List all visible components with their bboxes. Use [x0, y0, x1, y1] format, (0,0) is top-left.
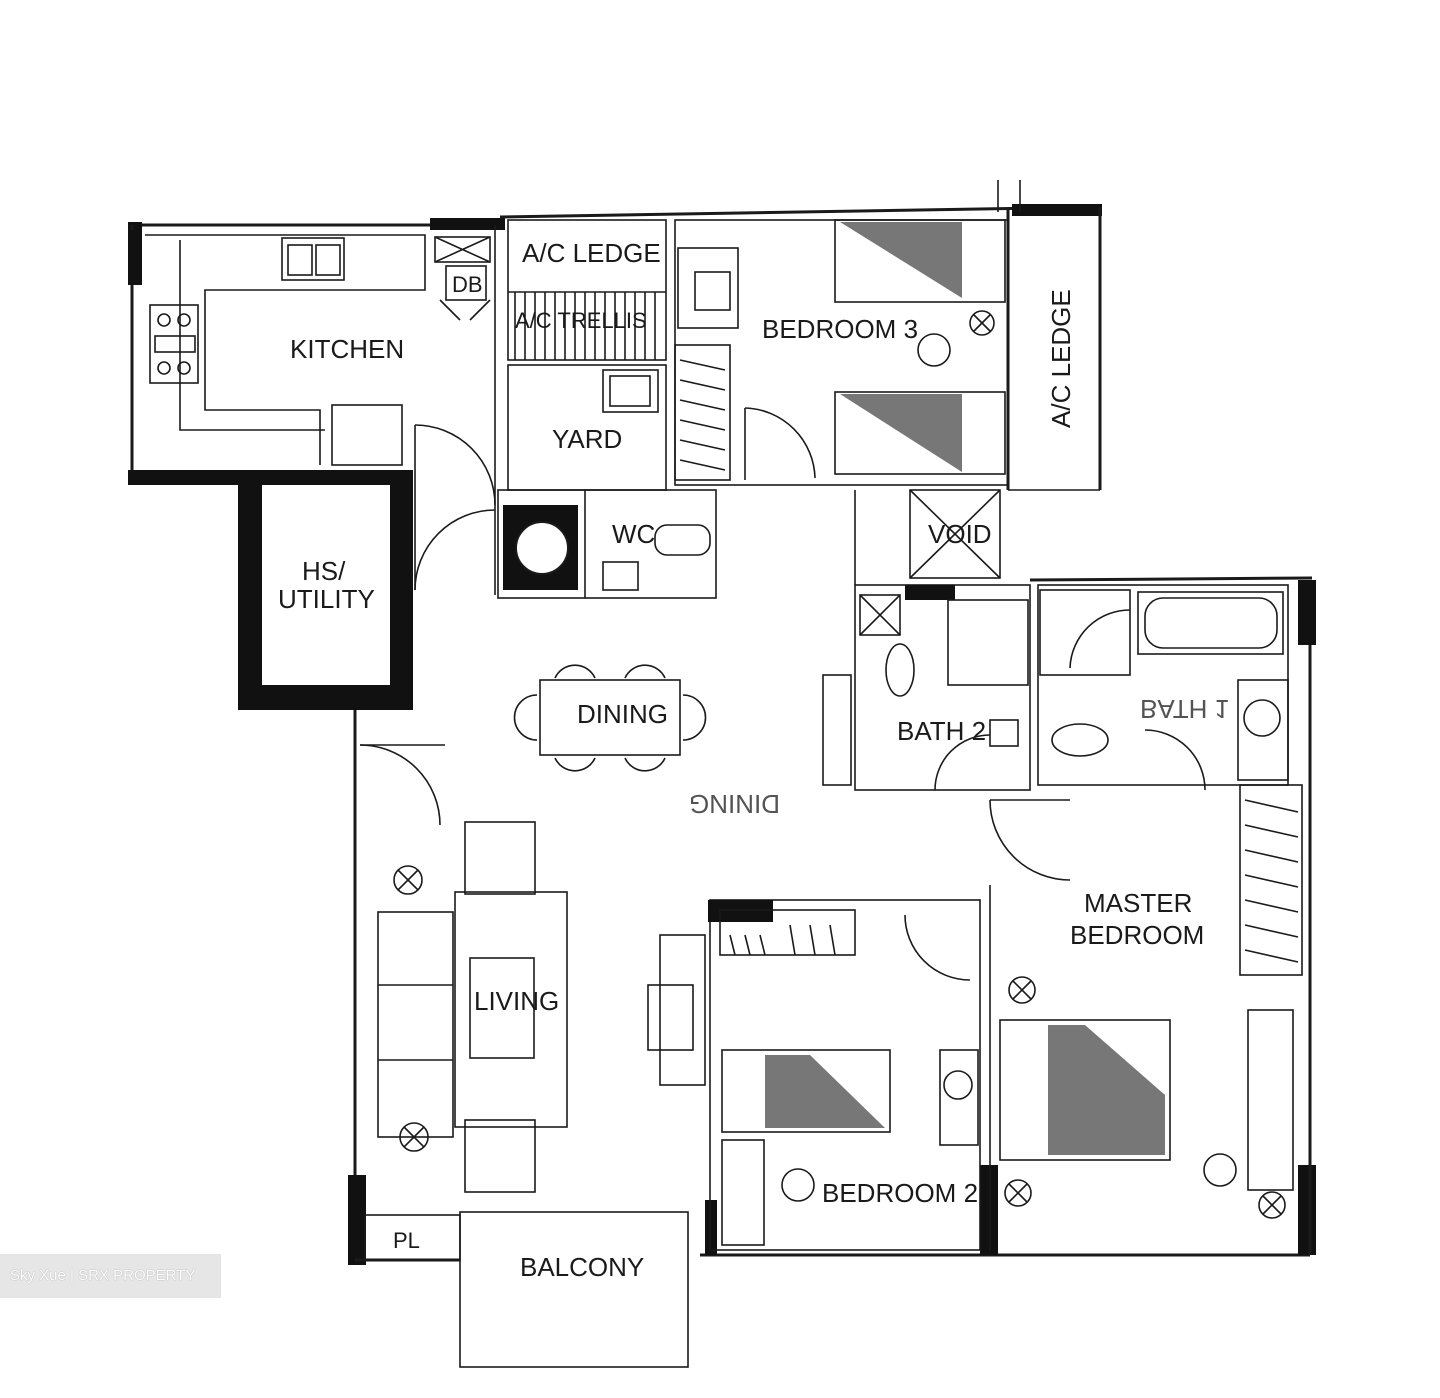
label-db: DB: [452, 272, 483, 297]
label-master-2: BEDROOM: [1070, 920, 1204, 950]
void-area: [854, 489, 1001, 585]
yard-wc-area: [497, 364, 717, 599]
label-pl: PL: [393, 1228, 420, 1253]
balcony-area: [364, 1211, 689, 1368]
outer-walls: [128, 180, 1316, 1265]
label-dining-mirrored: DINING: [689, 789, 780, 819]
label-bedroom-2: BEDROOM 2: [822, 1178, 978, 1208]
room-labels: KITCHEN A/C LEDGE DB A/C TRELLIS BEDROOM…: [278, 238, 1229, 1282]
label-wc: WC: [612, 519, 655, 549]
ac-ledge-top-area: [507, 219, 667, 361]
bedroom-3-area: [674, 219, 1009, 486]
bath-area: [822, 584, 1289, 791]
label-dining: DINING: [577, 699, 668, 729]
label-living: LIVING: [474, 986, 559, 1016]
label-kitchen: KITCHEN: [290, 334, 404, 364]
label-bedroom-3: BEDROOM 3: [762, 314, 918, 344]
label-ac-trellis: A/C TRELLIS: [515, 308, 647, 333]
living-area: [377, 821, 706, 1193]
kitchen-area: [145, 225, 496, 595]
trellis-lines: [514, 292, 656, 360]
label-master-1: MASTER: [1084, 888, 1192, 918]
bedroom-2-area: [708, 899, 981, 1251]
label-yard: YARD: [552, 424, 622, 454]
label-ac-ledge-top: A/C LEDGE: [522, 238, 661, 268]
label-balcony: BALCONY: [520, 1252, 644, 1282]
label-bath-1-mirrored: BATH 1: [1140, 694, 1229, 724]
label-hs-utility-2: UTILITY: [278, 584, 375, 614]
dining-area: [359, 664, 707, 826]
label-ac-ledge-right: A/C LEDGE: [1046, 289, 1076, 428]
master-bedroom-area: [989, 784, 1303, 1250]
label-bath-2: BATH 2: [897, 716, 986, 746]
label-void: VOID: [928, 519, 992, 549]
watermark: Sky Xue | SRX PROPERTY: [0, 1254, 221, 1298]
label-hs-utility-1: HS/: [302, 556, 346, 586]
